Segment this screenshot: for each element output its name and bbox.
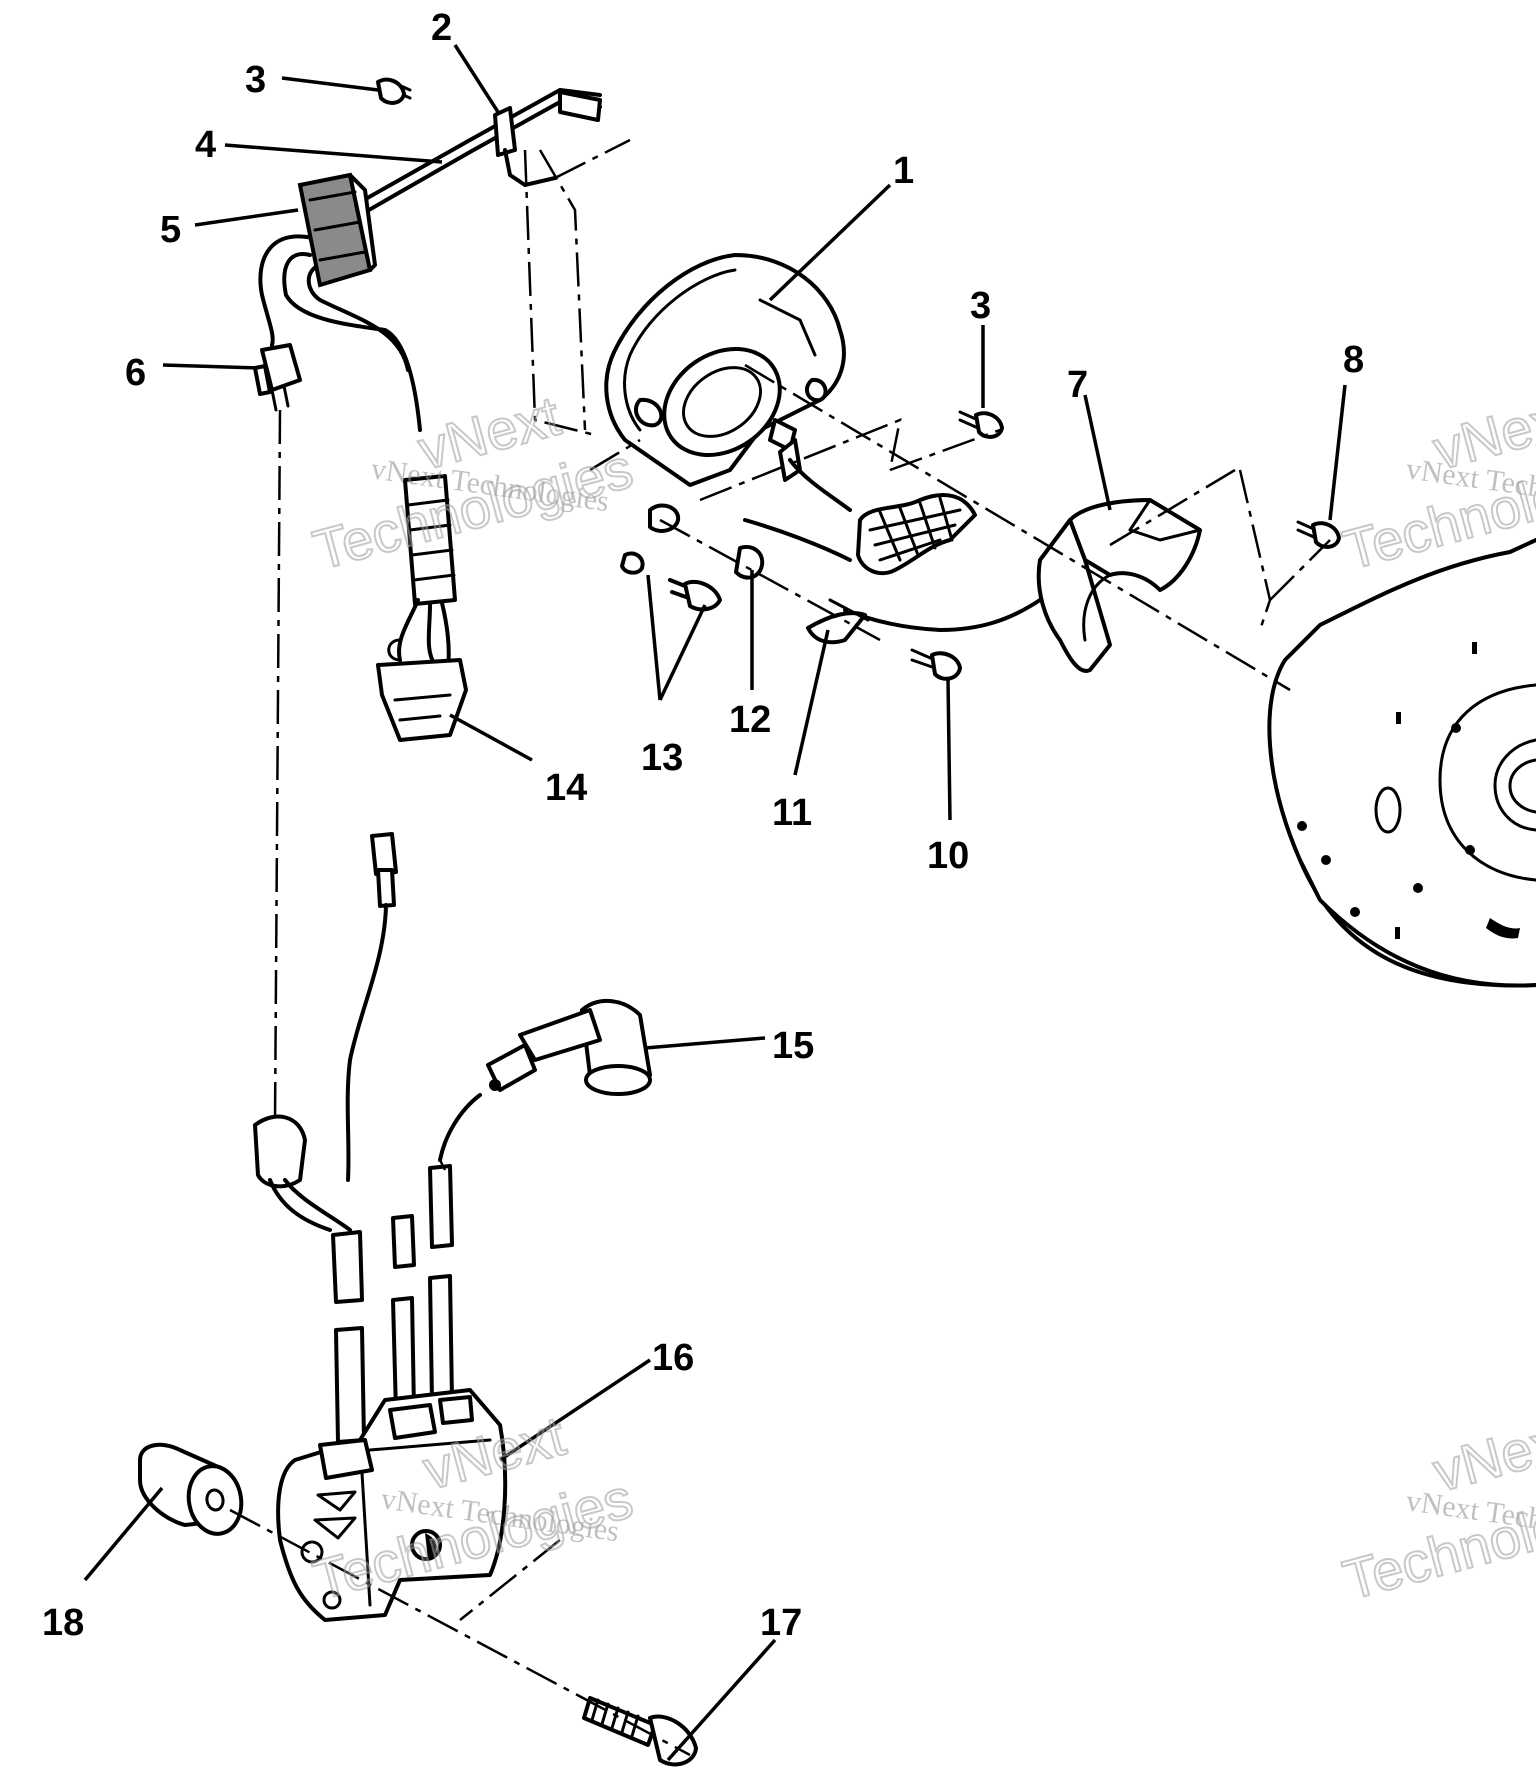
- grommet-18-part: [138, 1442, 244, 1536]
- callout-12: 12: [729, 699, 771, 741]
- watermark-text: vNext: [1427, 1406, 1536, 1504]
- harness-plug-part: [376, 474, 468, 742]
- callout-3a: 3: [245, 59, 266, 101]
- callout-16: 16: [652, 1337, 694, 1379]
- pulser-coil-part: [843, 498, 1202, 673]
- callout-11: 11: [772, 792, 812, 834]
- screw-8-part: [1311, 521, 1341, 549]
- callout-13: 13: [641, 737, 683, 779]
- callout-4: 4: [195, 124, 216, 166]
- clamp-11-part: [806, 611, 867, 645]
- leader-lines: [83, 44, 1347, 1762]
- callout-2: 2: [431, 7, 452, 49]
- small-parts-group: [376, 77, 1341, 681]
- flywheel-part: [1267, 538, 1536, 988]
- spark-plug-cap-part: [438, 998, 652, 1162]
- spacer-12-part: [734, 545, 765, 580]
- callout-1: 1: [893, 150, 914, 192]
- stator-plate-part: [604, 253, 846, 487]
- callout-3b: 3: [970, 285, 991, 327]
- watermark-group: vNext Technologies vNext Technologies vN…: [306, 383, 1536, 1613]
- stator-coil-part: [743, 458, 977, 576]
- callout-6: 6: [125, 352, 146, 394]
- connector-part: [253, 343, 302, 412]
- callout-14: 14: [545, 767, 587, 809]
- ignition-coil-part: [276, 1164, 508, 1622]
- screw-3b-part: [974, 411, 1004, 439]
- callout-10: 10: [927, 835, 969, 877]
- callout-8: 8: [1343, 339, 1364, 381]
- callout-labels: 1 2 3 3 4 5 6 7 8 10 11 12 13 14 15 16 1…: [42, 7, 1364, 1644]
- screw-3a-part: [376, 77, 406, 105]
- wire-harness-part: [258, 87, 602, 432]
- callout-15: 15: [772, 1025, 814, 1067]
- screw-10-part: [930, 651, 962, 681]
- callout-5: 5: [160, 209, 181, 251]
- bolt-17-part: [582, 1696, 698, 1767]
- washer-part: [620, 551, 645, 575]
- cdi-wiring-part: [253, 832, 398, 1444]
- alignment-lines: [229, 138, 1331, 1757]
- grommet-block-part: [297, 172, 377, 288]
- callout-7: 7: [1067, 364, 1088, 406]
- callout-17: 17: [760, 1602, 802, 1644]
- callout-18: 18: [42, 1602, 84, 1644]
- screw-13-part: [683, 579, 722, 612]
